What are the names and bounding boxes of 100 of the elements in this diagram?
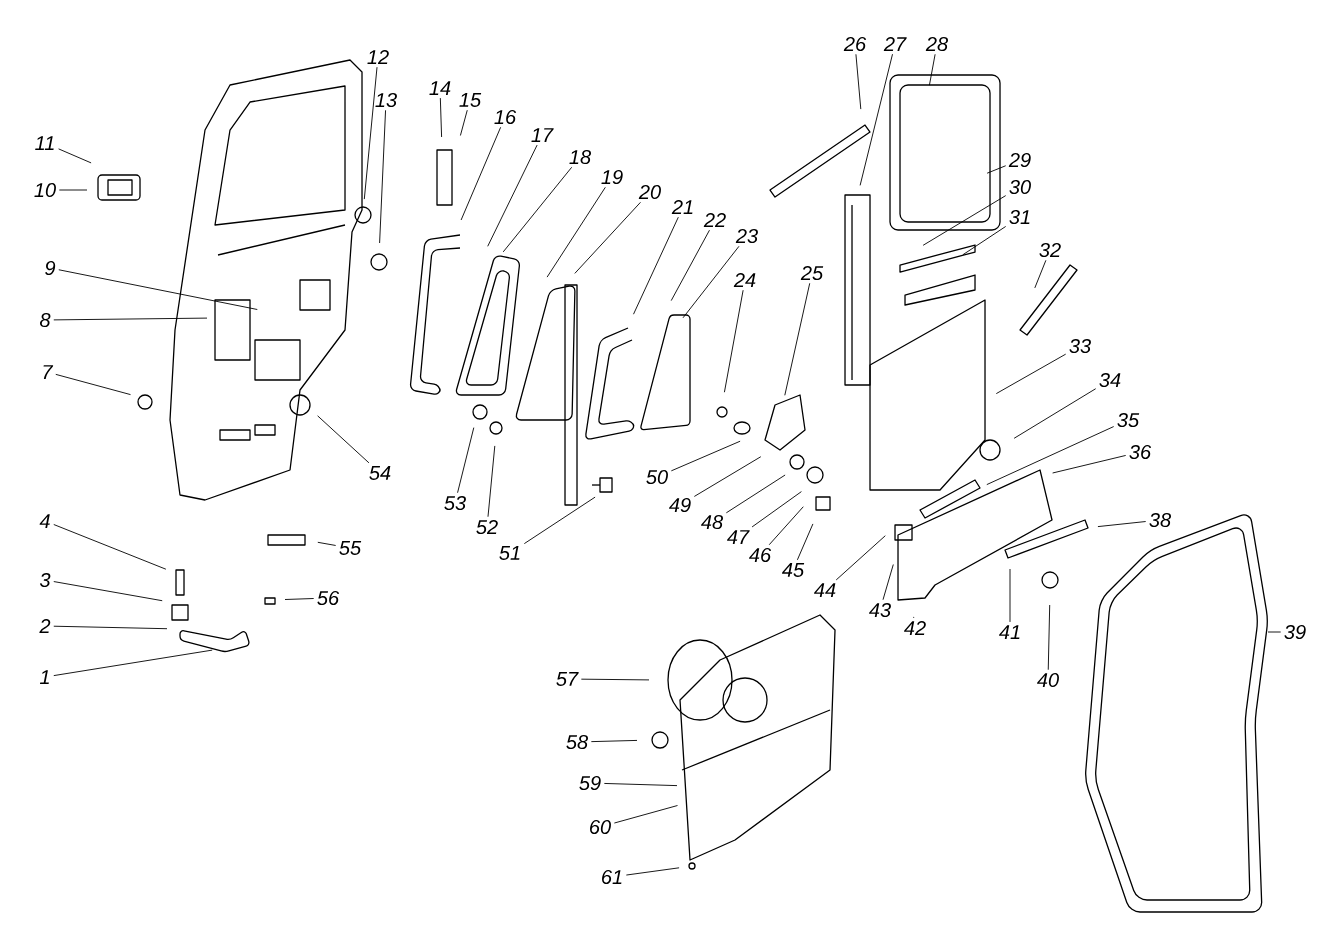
leader-line (986, 426, 1115, 486)
leader-line (379, 109, 386, 244)
callout-number: 11 (35, 136, 54, 150)
callout-number: 51 (499, 546, 520, 560)
leader-line (882, 564, 894, 601)
callout-number: 27 (883, 37, 907, 51)
callout-number: 56 (317, 590, 340, 606)
leader-line (670, 229, 710, 302)
leader-line (1009, 568, 1011, 623)
leader-line (58, 269, 258, 310)
callout-number: 20 (638, 184, 661, 200)
callout-number: 43 (869, 602, 891, 618)
callout-number: 31 (1009, 209, 1030, 225)
leader-line (725, 474, 786, 514)
leader-line (603, 783, 678, 787)
leader-line (546, 186, 606, 278)
callout-number: 59 (579, 775, 601, 791)
leader-line (796, 523, 814, 561)
leader-line (768, 506, 804, 546)
callout-number: 52 (476, 519, 498, 535)
leader-line (751, 491, 802, 528)
leader-line (1052, 455, 1127, 474)
leader-line (784, 282, 811, 396)
callout-number: 34 (1099, 372, 1121, 388)
callout-number: 22 (703, 213, 726, 227)
callout-number: 26 (843, 36, 867, 52)
leader-line (723, 289, 744, 393)
leader-line (317, 541, 337, 546)
leader-line (284, 598, 315, 600)
callout-number: 36 (1129, 444, 1152, 460)
leader-line (439, 97, 443, 138)
callout-number: 48 (701, 514, 723, 530)
callout-number: 50 (646, 469, 668, 485)
callout-number: 25 (800, 265, 824, 281)
callout-number: 40 (1037, 672, 1059, 688)
callout-number: 14 (429, 81, 451, 95)
callout-number: 23 (735, 228, 758, 244)
leader-line (317, 415, 370, 464)
leader-line (58, 148, 92, 164)
leader-line (693, 456, 762, 497)
callout-number: 54 (369, 466, 391, 480)
leader-line (523, 496, 596, 545)
leader-line (363, 66, 378, 200)
callout-number: 42 (904, 621, 926, 635)
callout-number: 35 (1117, 412, 1140, 428)
leader-line (580, 678, 650, 681)
callout-number: 45 (782, 563, 805, 577)
callout-number: 7 (43, 365, 54, 379)
callout-number: 21 (671, 200, 693, 214)
callout-number: 16 (494, 109, 517, 125)
callout-number: 57 (556, 672, 579, 686)
leader-line (835, 535, 886, 581)
leader-line (859, 53, 893, 186)
callout-number: 32 (1039, 242, 1061, 258)
leader-line (1013, 388, 1097, 439)
callout-number: 9 (45, 260, 56, 276)
callout-number: 41 (999, 625, 1020, 639)
callout-number: 4 (39, 514, 50, 528)
leader-line (1047, 604, 1051, 671)
leader-line (590, 739, 638, 743)
leader-line (487, 144, 538, 247)
leader-line (55, 373, 131, 396)
leader-line (922, 195, 1007, 246)
callout-number: 2 (39, 619, 51, 633)
callout-number: 13 (375, 92, 397, 108)
leader-line (1097, 521, 1147, 528)
callout-number: 19 (601, 169, 623, 185)
callout-number: 38 (1149, 512, 1171, 528)
leader-line (502, 166, 573, 253)
leader-line (633, 216, 679, 315)
leader-line (457, 427, 475, 494)
callout-number: 12 (367, 50, 389, 64)
leader-line (855, 53, 862, 110)
leader-line (1267, 631, 1282, 633)
leader-line (53, 649, 213, 677)
leader-line (53, 317, 208, 321)
leader-line (625, 867, 680, 876)
callout-number: 58 (566, 734, 588, 750)
callout-number: 30 (1009, 179, 1031, 195)
leader-line (962, 226, 1007, 256)
callout-number: 39 (1284, 624, 1306, 640)
callout-number: 33 (1069, 338, 1091, 354)
leader-line (682, 245, 740, 319)
callout-number: 18 (569, 149, 591, 165)
leader-line (53, 524, 167, 570)
callout-number: 55 (339, 541, 362, 555)
callout-number: 44 (814, 583, 836, 597)
leader-line (459, 109, 468, 136)
callout-number: 29 (1008, 152, 1031, 168)
callout-number: 24 (733, 273, 756, 287)
leader-line (574, 201, 641, 274)
callout-number: 61 (602, 869, 622, 885)
leader-line (53, 581, 163, 602)
callout-number: 53 (444, 495, 466, 511)
leader-line (1034, 259, 1047, 289)
leader-line (995, 353, 1067, 395)
leader-line (986, 165, 1007, 174)
callout-number: 15 (459, 93, 482, 107)
callout-number: 46 (749, 547, 772, 563)
leader-line (670, 440, 741, 472)
